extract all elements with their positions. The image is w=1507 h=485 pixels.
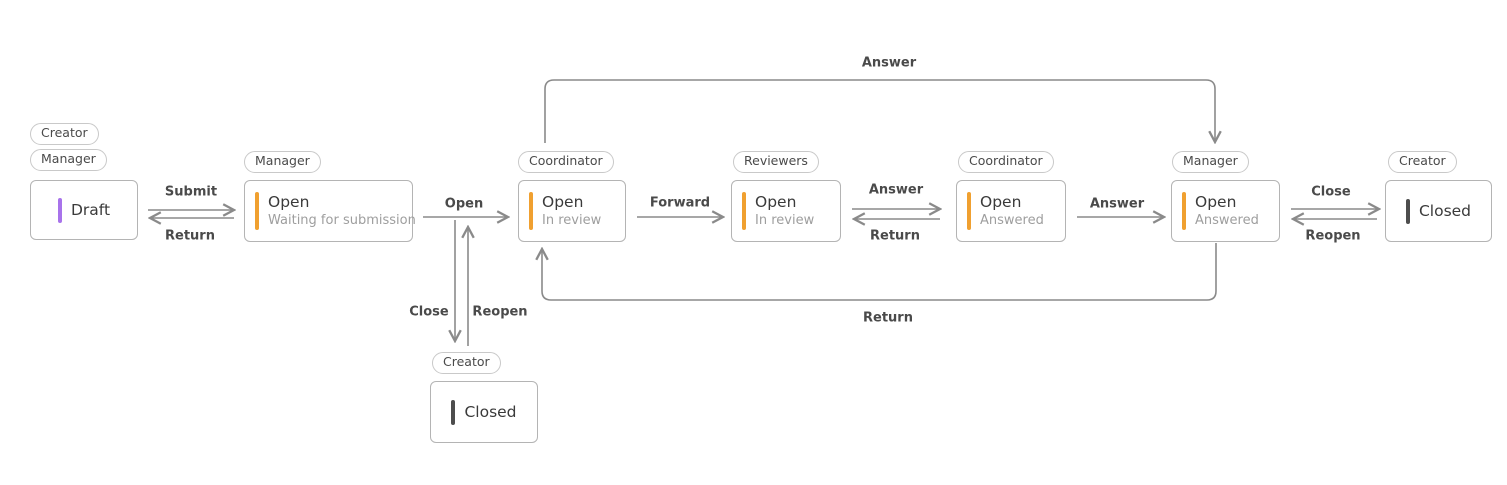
transition-label-reopen-alt: Reopen (472, 304, 528, 320)
state-subtitle: Waiting for submission (268, 212, 416, 228)
role-badge-manager-draft: Manager (30, 149, 107, 172)
state-subtitle: In review (542, 212, 602, 228)
state-subtitle: In review (755, 212, 815, 228)
role-badge-manager-answered: Manager (1172, 151, 1249, 174)
transition-label-return-reviewers: Return (870, 228, 920, 244)
state-title: Closed (464, 402, 517, 421)
role-badge-coordinator-review: Coordinator (518, 151, 614, 174)
state-open-waiting-for-submission[interactable]: Open Waiting for submission (244, 180, 416, 242)
state-color-bar (742, 192, 746, 230)
state-color-bar (1182, 192, 1186, 230)
edge-answer-loop-arrow (544, 79, 1215, 143)
transition-label-answer-coordinator: Answer (1089, 196, 1145, 212)
role-badge-coordinator-answered: Coordinator (958, 151, 1054, 174)
state-title: Open (268, 193, 310, 212)
role-badge-reviewers: Reviewers (733, 151, 819, 174)
state-draft[interactable]: Draft (30, 180, 138, 240)
transition-label-close: Close (1311, 184, 1351, 200)
state-title: Draft (70, 200, 111, 219)
transition-label-reopen: Reopen (1305, 228, 1361, 244)
transition-label-return-draft: Return (165, 228, 215, 244)
transition-label-return-loop: Return (863, 310, 913, 326)
role-badge-creator-closed: Creator (1388, 151, 1457, 174)
state-subtitle: Answered (980, 212, 1044, 228)
state-open-in-review-reviewers[interactable]: Open In review (731, 180, 841, 242)
edge-return-loop-arrow (542, 243, 1217, 301)
state-open-answered-manager[interactable]: Open Answered (1171, 180, 1280, 242)
state-closed-main[interactable]: Closed (1385, 180, 1492, 242)
state-color-bar (529, 192, 533, 230)
state-title: Closed (1418, 201, 1472, 220)
transition-label-open: Open (444, 196, 484, 212)
state-title: Open (755, 193, 797, 212)
state-color-bar (57, 197, 62, 223)
state-color-bar (1405, 198, 1410, 224)
transition-label-submit: Submit (164, 184, 218, 200)
transition-label-close-alt: Close (409, 304, 449, 320)
transition-label-answer-reviewers: Answer (868, 182, 924, 198)
state-open-answered-coordinator[interactable]: Open Answered (956, 180, 1066, 242)
state-open-in-review-coordinator[interactable]: Open In review (518, 180, 626, 242)
role-badge-creator-closed-alt: Creator (432, 352, 501, 375)
state-title: Open (980, 193, 1022, 212)
state-color-bar (967, 192, 971, 230)
state-closed-alt[interactable]: Closed (430, 381, 538, 443)
state-color-bar (451, 399, 456, 425)
state-subtitle: Answered (1195, 212, 1259, 228)
role-badge-manager-waiting: Manager (244, 151, 321, 174)
state-title: Open (542, 193, 584, 212)
transition-label-forward: Forward (649, 195, 711, 211)
state-color-bar (255, 192, 259, 230)
state-title: Open (1195, 193, 1237, 212)
transition-label-answer-loop: Answer (861, 55, 917, 71)
role-badge-creator-draft: Creator (30, 123, 99, 146)
